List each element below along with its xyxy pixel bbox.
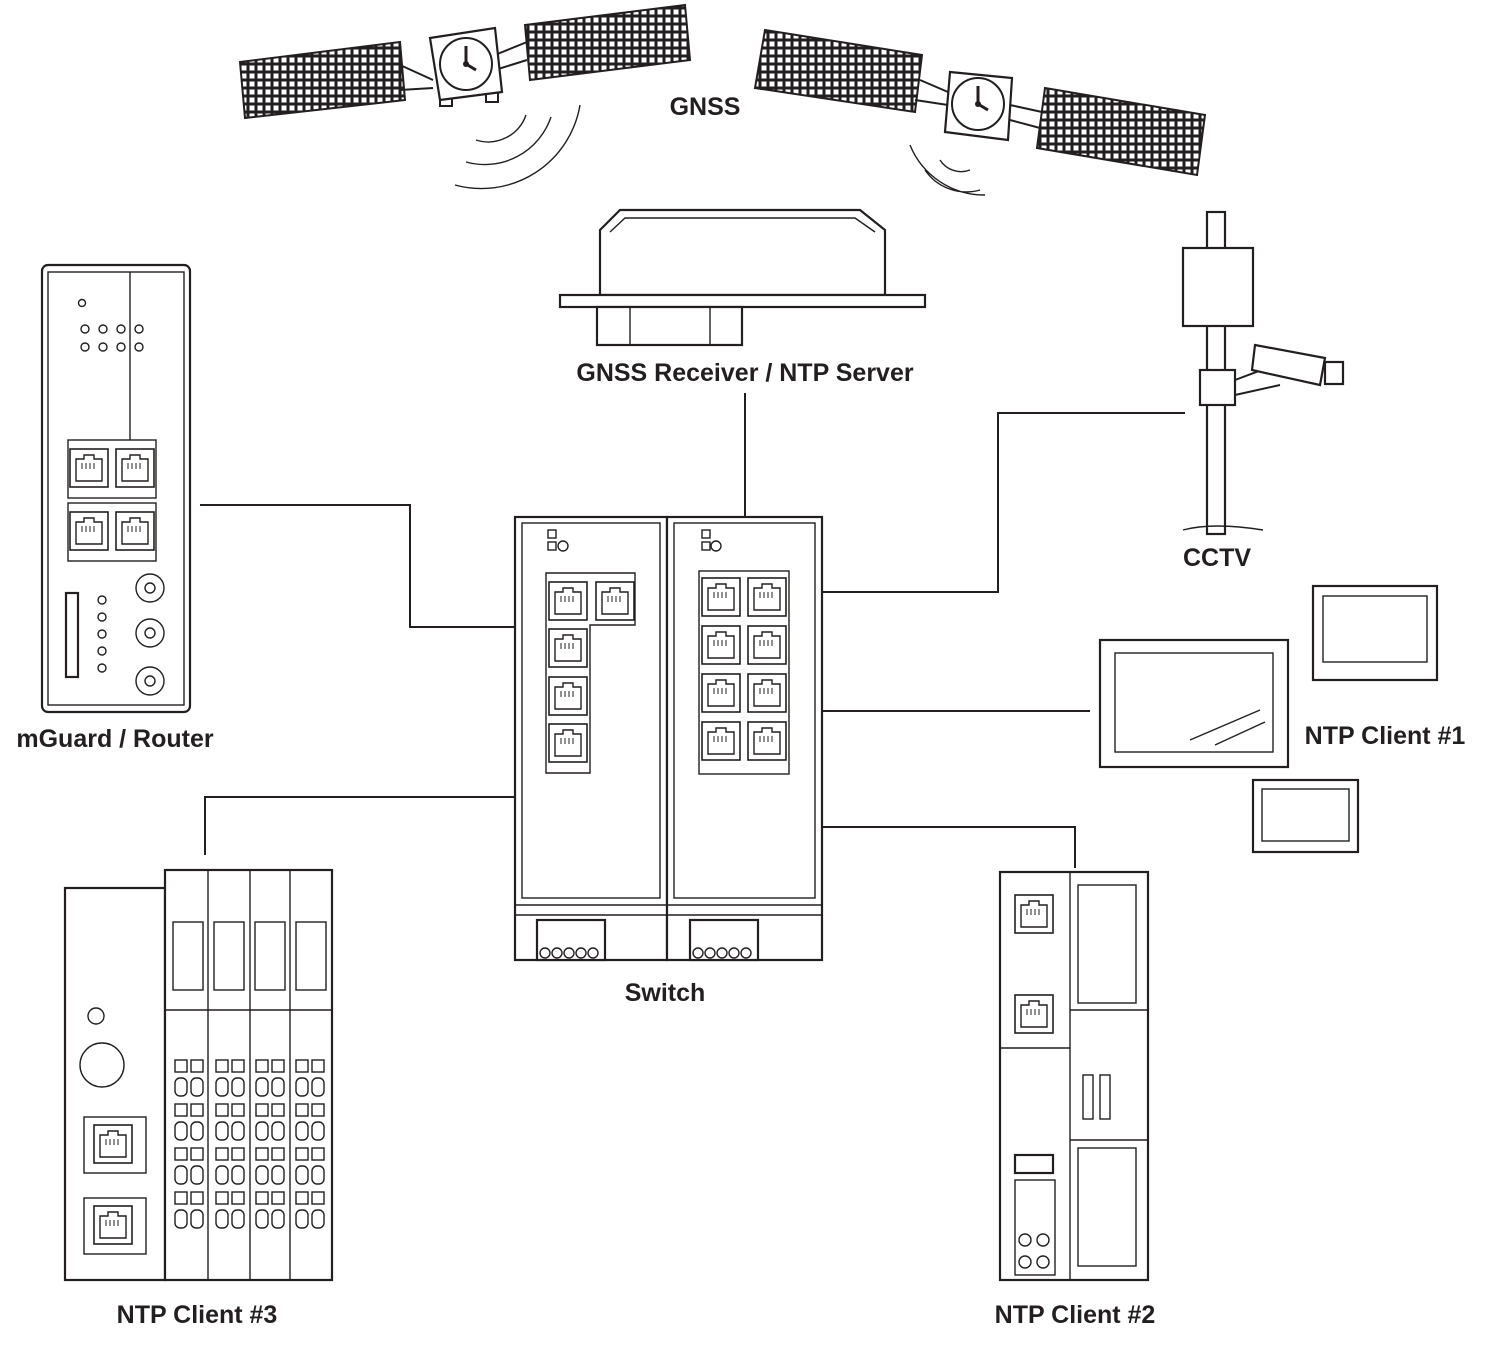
switch-label: Switch bbox=[625, 979, 706, 1007]
receiver-label: GNSS Receiver / NTP Server bbox=[576, 359, 913, 387]
gnss-label: GNSS bbox=[670, 93, 741, 121]
ntp-client-3-device bbox=[63, 868, 334, 1282]
connection-client3-switch bbox=[204, 796, 540, 855]
cctv-label: CCTV bbox=[1183, 544, 1251, 572]
client3-label: NTP Client #3 bbox=[117, 1301, 278, 1329]
client1-label: NTP Client #1 bbox=[1305, 722, 1466, 750]
gnss-receiver-device bbox=[558, 208, 927, 347]
cctv-camera-device bbox=[1181, 210, 1345, 536]
ntp-client-2-device bbox=[998, 870, 1150, 1282]
satellite-icon bbox=[238, 3, 692, 190]
client2-label: NTP Client #2 bbox=[995, 1301, 1156, 1329]
connection-client2-switch bbox=[805, 826, 1076, 868]
connection-router-switch bbox=[200, 504, 540, 628]
connection-cctv-switch bbox=[805, 412, 1185, 593]
router-device bbox=[40, 263, 192, 714]
router-label: mGuard / Router bbox=[16, 725, 214, 753]
satellite-icon bbox=[753, 28, 1207, 196]
monitor-icon bbox=[1098, 584, 1439, 854]
switch-device bbox=[513, 515, 824, 962]
